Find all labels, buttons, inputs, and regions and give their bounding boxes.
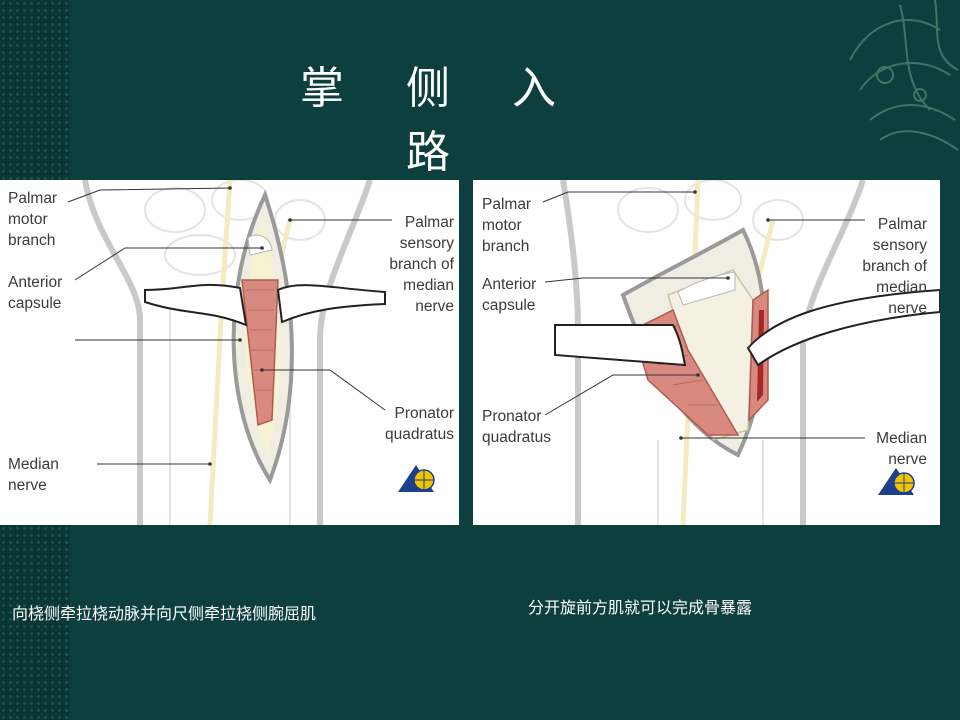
triangle-globe-logo: [878, 468, 915, 495]
surgical-illustration-left: [67, 180, 435, 525]
label-pronator-quadratus: Pronator quadratus: [482, 408, 551, 446]
label-anterior-capsule: Anterior capsule: [482, 276, 537, 314]
label-anterior-capsule: Anterior capsule: [8, 274, 63, 312]
triangle-globe-logo: [398, 465, 435, 492]
caption-left: 向桡侧牵拉桡动脉并向尺侧牵拉桡侧腕屈肌: [12, 604, 317, 623]
figure-panel-left: Palmar motor branch Anterior capsule Med…: [0, 180, 459, 525]
label-palmar-sensory-branch: Palmar sensory branch of median nerve: [389, 214, 454, 315]
label-median-nerve: Median nerve: [876, 430, 927, 468]
figure-panel-right: Palmar motor branch Anterior capsule Pro…: [473, 180, 940, 525]
label-palmar-motor-branch: Palmar motor branch: [482, 196, 532, 255]
caption-right: 分开旋前方肌就可以完成骨暴露: [528, 598, 753, 617]
label-palmar-sensory-branch: Palmar sensory branch of median nerve: [862, 216, 927, 317]
label-pronator-quadratus: Pronator quadratus: [385, 405, 454, 443]
label-median-nerve: Median nerve: [8, 456, 59, 494]
label-palmar-motor-branch: Palmar motor branch: [8, 190, 58, 249]
surgical-illustration-right: [542, 180, 940, 525]
floral-swirl-ornament: [849, 0, 959, 151]
slide-title: 掌 侧 入 路: [300, 63, 580, 178]
